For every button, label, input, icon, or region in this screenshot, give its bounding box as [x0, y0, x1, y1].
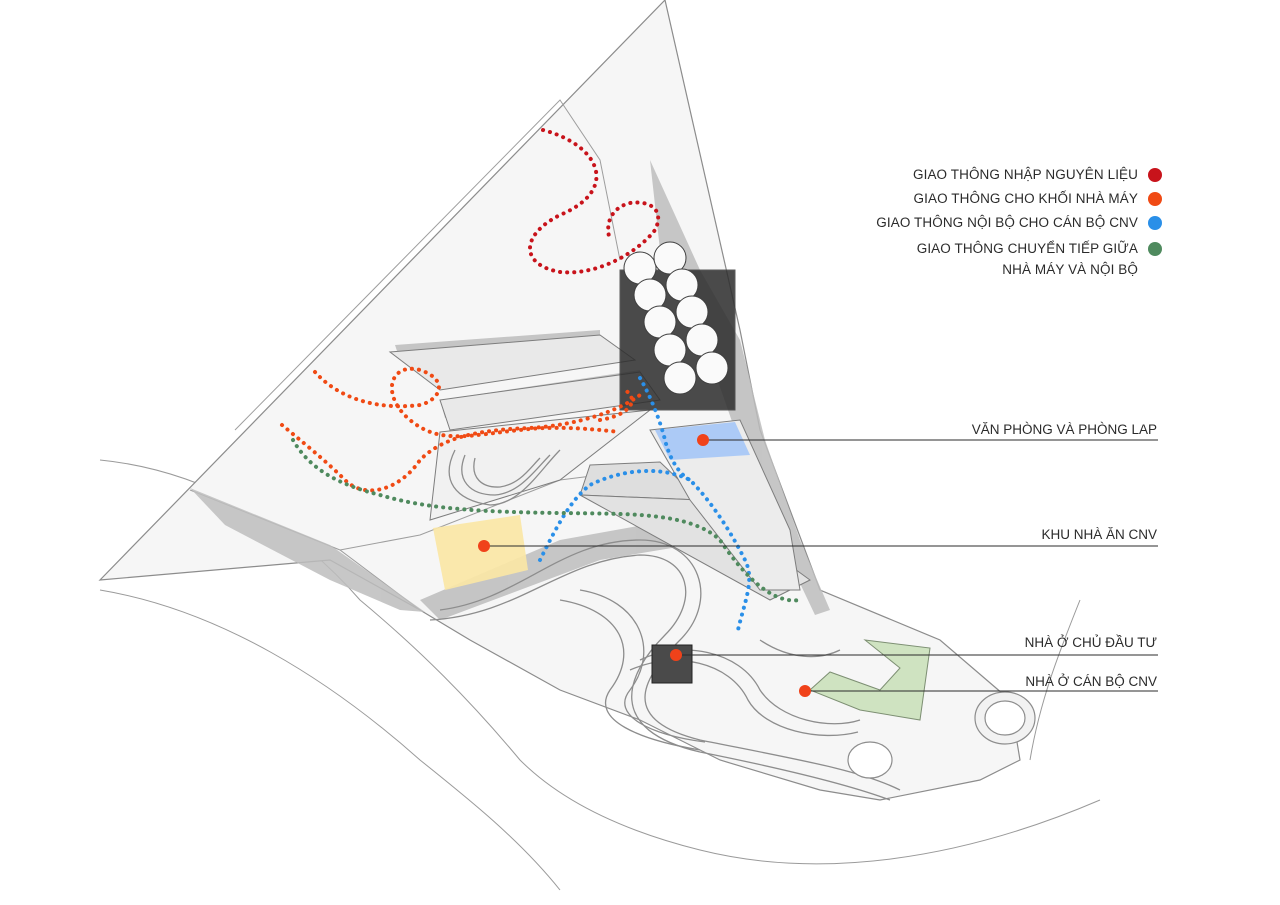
- owner-house-marker: [670, 649, 682, 661]
- legend-label: GIAO THÔNG NỘI BỘ CHO CÁN BỘ CNV: [876, 215, 1138, 230]
- legend-item-factory: GIAO THÔNG CHO KHỐI NHÀ MÁY: [914, 188, 1162, 209]
- callout-staff-housing: NHÀ Ở CÁN BỘ CNV: [1025, 674, 1157, 689]
- legend-label: GIAO THÔNG NHẬP NGUYÊN LIỆU: [913, 167, 1138, 182]
- callout-leaders: [484, 439, 1158, 692]
- route-factory: [280, 366, 642, 493]
- legend-item-transition: GIAO THÔNG CHUYỂN TIẾP GIỮA NHÀ MÁY VÀ N…: [917, 238, 1162, 280]
- legend-label: GIAO THÔNG CHO KHỐI NHÀ MÁY: [913, 191, 1138, 206]
- legend-swatch-red: [1148, 167, 1162, 182]
- legend-item-internal: GIAO THÔNG NỘI BỘ CHO CÁN BỘ CNV: [876, 212, 1162, 233]
- callout-office-lab: VĂN PHÒNG VÀ PHÒNG LAP: [971, 422, 1157, 437]
- legend-swatch-orange: [1148, 191, 1162, 206]
- callout-owner-house: NHÀ Ở CHỦ ĐẦU TƯ: [1024, 635, 1157, 650]
- canteen-marker: [478, 540, 490, 552]
- roundabout: [847, 691, 1036, 779]
- callout-canteen: KHU NHÀ ĂN CNV: [1041, 527, 1157, 542]
- legend-swatch-green: [1148, 242, 1162, 256]
- legend-label: GIAO THÔNG CHUYỂN TIẾP GIỮA NHÀ MÁY VÀ N…: [917, 238, 1138, 280]
- legend-label-line2: NHÀ MÁY VÀ NỘI BỘ: [1002, 262, 1138, 277]
- silo-cluster: [619, 241, 736, 411]
- route-transition: [291, 438, 802, 603]
- legend-item-raw-material: GIAO THÔNG NHẬP NGUYÊN LIỆU: [913, 164, 1162, 185]
- route-internal: [538, 376, 752, 632]
- office-marker: [697, 434, 709, 446]
- legend-swatch-blue: [1148, 215, 1162, 230]
- callout-markers: [478, 434, 811, 697]
- canteen-zone: [433, 515, 528, 590]
- legend-label-line1: GIAO THÔNG CHUYỂN TIẾP GIỮA: [916, 241, 1138, 256]
- route-raw-material: [528, 128, 661, 275]
- staff-housing-marker: [799, 685, 811, 697]
